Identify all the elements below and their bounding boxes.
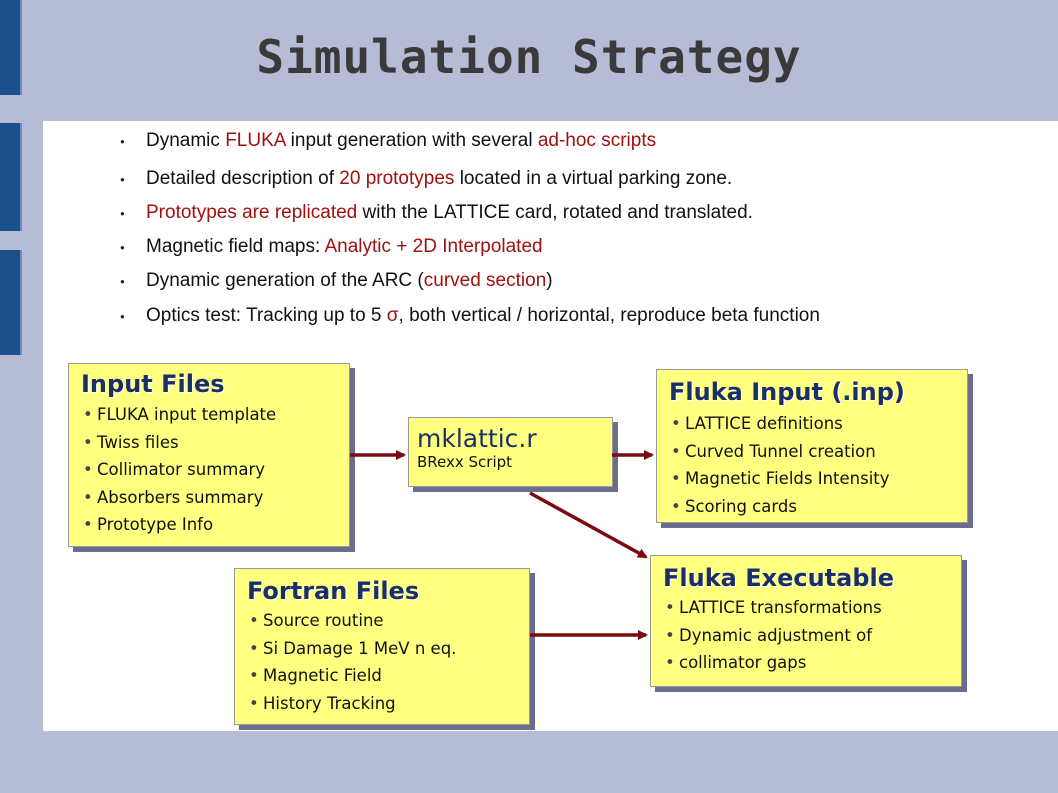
decor-bar-2 (0, 123, 22, 231)
arrow-mklattic-to-fluka-executable (529, 491, 648, 559)
bullet-item: Optics test: Tracking up to 5 σ, both ve… (120, 304, 976, 329)
highlight-text: Prototypes are replicated (146, 202, 358, 223)
list-item: Collimator summary (69, 456, 349, 484)
list-item: Dynamic adjustment of (651, 622, 961, 650)
list-item: LATTICE definitions (657, 410, 967, 438)
fluka-executable-box: Fluka Executable LATTICE transformations… (650, 555, 962, 687)
fortran-files-title: Fortran Files (247, 577, 420, 605)
mklattic-title: mklattic.r (417, 424, 537, 453)
list-item: Curved Tunnel creation (657, 438, 967, 466)
bullet-item: Prototypes are replicated with the LATTI… (120, 201, 976, 226)
input-files-title: Input Files (81, 370, 225, 398)
bullet-item: Dynamic FLUKA input generation with seve… (120, 129, 976, 154)
highlight-text: Analytic + 2D Interpolated (324, 236, 543, 257)
highlight-text: curved section (423, 270, 547, 291)
fluka-input-list: LATTICE definitions Curved Tunnel creati… (657, 410, 967, 520)
decor-bar-1 (0, 0, 22, 95)
list-item: Magnetic Field (235, 662, 529, 690)
highlight-text: ad-hoc scripts (537, 130, 657, 151)
bullet-text: Dynamic generation of the ARC ( (146, 270, 424, 291)
list-item: Source routine (235, 607, 529, 635)
list-item: Magnetic Fields Intensity (657, 465, 967, 493)
bullet-item: Detailed description of 20 prototypes lo… (120, 167, 976, 192)
list-item: FLUKA input template (69, 401, 349, 429)
highlight-text: FLUKA (225, 130, 286, 151)
bullet-text: ) (546, 270, 553, 291)
decor-bar-3 (0, 250, 22, 355)
highlight-text: 20 prototypes (339, 168, 455, 189)
list-item: LATTICE transformations (651, 594, 961, 622)
bullet-text: Detailed description of (146, 168, 340, 189)
bullet-item: Dynamic generation of the ARC (curved se… (120, 269, 976, 294)
fortran-files-list: Source routine Si Damage 1 MeV n eq. Mag… (235, 607, 529, 717)
mklattic-box: mklattic.r BRexx Script (408, 417, 613, 487)
list-item: Twiss files (69, 429, 349, 457)
bullet-text: located in a virtual parking zone. (454, 168, 733, 189)
bullet-text: with the LATTICE card, rotated and trans… (357, 202, 753, 223)
input-files-box: Input Files FLUKA input template Twiss f… (68, 363, 350, 547)
fluka-executable-list: LATTICE transformations Dynamic adjustme… (651, 594, 961, 677)
list-item: collimator gaps (651, 649, 961, 677)
mklattic-subtitle: BRexx Script (417, 453, 513, 471)
list-item: Absorbers summary (69, 484, 349, 512)
input-files-list: FLUKA input template Twiss files Collima… (69, 401, 349, 539)
list-item: Si Damage 1 MeV n eq. (235, 635, 529, 663)
bullet-text: , both vertical / horizontal, reproduce … (398, 305, 820, 326)
list-item: Prototype Info (69, 511, 349, 539)
bullet-text: Magnetic field maps: (146, 236, 325, 257)
fluka-input-title: Fluka Input (.inp) (669, 378, 905, 406)
list-item: History Tracking (235, 690, 529, 718)
slide-title: Simulation Strategy (256, 30, 802, 84)
list-item: Scoring cards (657, 493, 967, 521)
fluka-executable-title: Fluka Executable (663, 564, 895, 592)
highlight-text: σ (386, 305, 399, 326)
fortran-files-box: Fortran Files Source routine Si Damage 1… (234, 568, 530, 725)
fluka-input-box: Fluka Input (.inp) LATTICE definitions C… (656, 369, 968, 523)
bullet-text: Dynamic (146, 130, 226, 151)
bullet-text: Optics test: Tracking up to 5 (146, 305, 387, 326)
bullet-text: input generation with several (285, 130, 538, 151)
bullet-item: Magnetic field maps: Analytic + 2D Inter… (120, 235, 976, 260)
